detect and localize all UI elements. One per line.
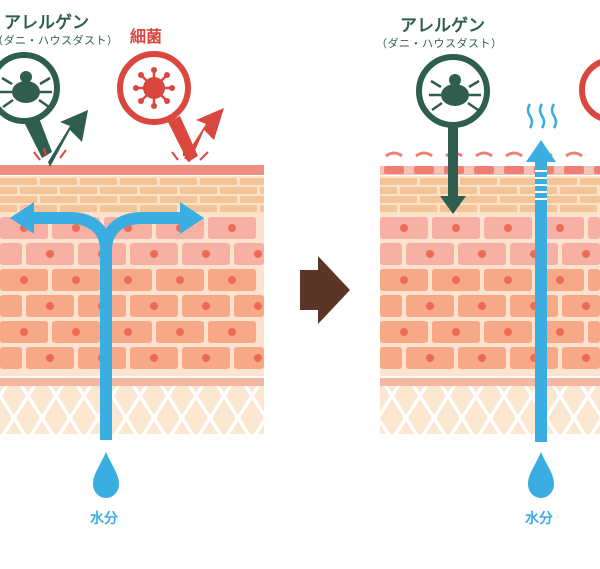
right-water-retention-arrow (526, 103, 558, 442)
left-horny-layer (0, 176, 264, 214)
right-allergen-blocked-arrow (448, 120, 458, 198)
left-bacteria-entry-arrow (184, 108, 224, 162)
left-water-loss-arrow (10, 202, 204, 440)
left-bacteria-label: 細菌 (130, 27, 163, 46)
mite-icon (429, 74, 481, 112)
right-water-label: 水分 (525, 511, 553, 527)
right-horny-layer (380, 176, 600, 214)
left-surface-layer (0, 165, 264, 175)
bacteria-icon (133, 67, 175, 109)
vapor-icon (526, 103, 558, 129)
left-cell-layer (0, 214, 264, 376)
left-allergen-sublabel: （ダニ・ハウスダスト） (0, 34, 119, 47)
right-basal-membrane (380, 378, 600, 386)
right-allergen-sublabel: （ダニ・ハウスダスト） (376, 37, 503, 50)
right-bacteria-badge (579, 59, 600, 121)
left-bacteria-badge (117, 51, 224, 162)
mite-icon (0, 71, 52, 109)
left-allergen-label: アレルゲン (4, 13, 89, 33)
right-water-drop-icon (528, 452, 554, 498)
right-skin-cross-section (380, 151, 600, 434)
left-water-drop-icon (93, 452, 119, 498)
right-cell-layer (380, 214, 600, 376)
right-allergen-label: アレルゲン (400, 16, 485, 36)
left-dermis (0, 386, 264, 434)
left-water-label: 水分 (90, 511, 118, 527)
transition-arrow-icon (300, 256, 350, 324)
right-intact-surface (380, 151, 600, 175)
right-allergen-badge (416, 54, 490, 214)
left-skin-cross-section (0, 165, 264, 434)
left-basal-membrane (0, 378, 264, 386)
left-allergen-badge (0, 52, 88, 167)
right-dermis (380, 386, 600, 434)
left-allergen-entry-arrow (48, 110, 88, 167)
